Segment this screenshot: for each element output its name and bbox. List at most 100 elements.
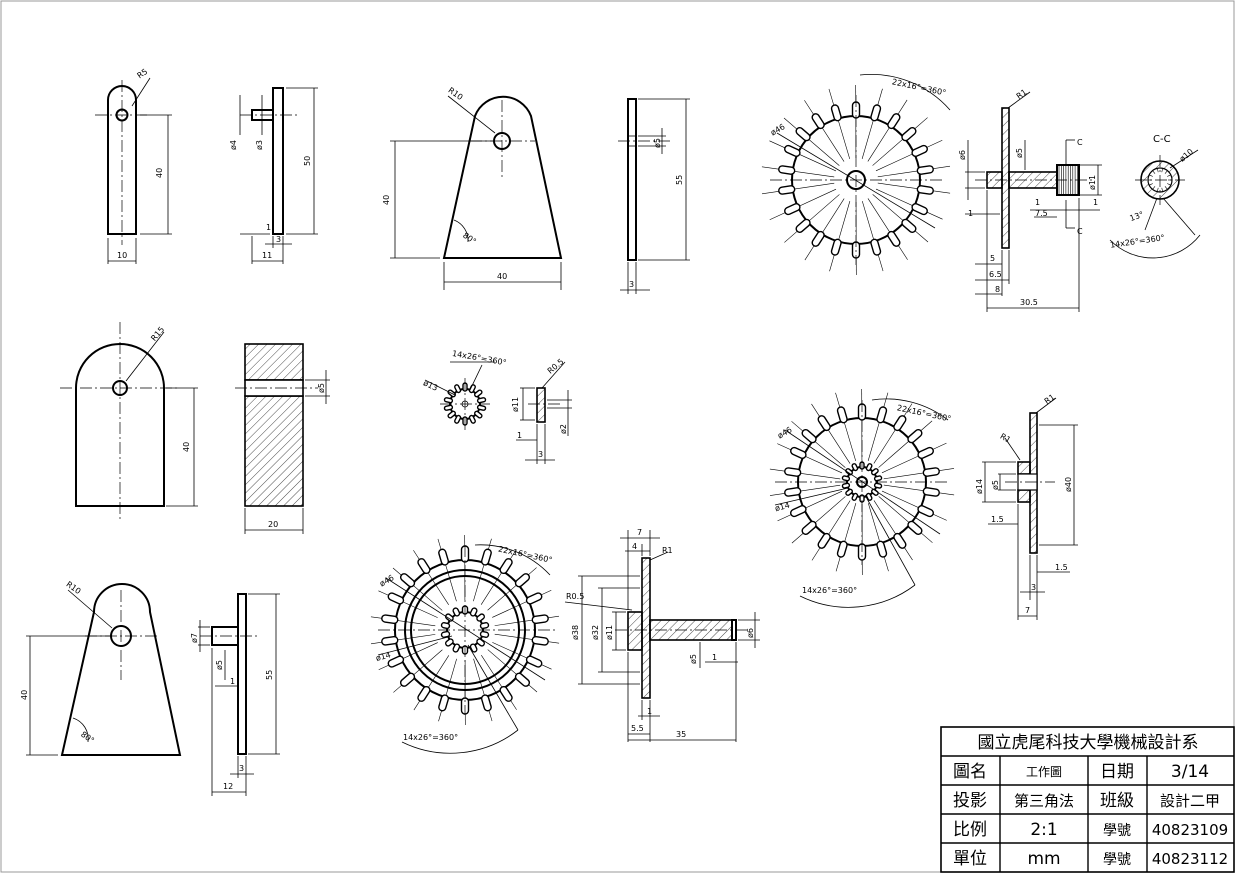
- gear-tooth: [836, 406, 848, 424]
- gear-spoke-line: [867, 198, 908, 260]
- gear-tooth: [531, 635, 549, 646]
- dim-text: ø46: [776, 425, 794, 440]
- gear-tooth: [469, 607, 478, 617]
- gear-spoke-line: [861, 201, 884, 272]
- tb-cell: 比例: [953, 820, 987, 840]
- gear-spoke-line: [867, 392, 889, 461]
- dim-text: 14x26°=360°: [1109, 233, 1165, 250]
- gear-tooth: [444, 638, 454, 647]
- spline-line: [1149, 183, 1153, 186]
- dim-text: 22x16°=360°: [891, 77, 947, 97]
- gear-tooth: [917, 505, 934, 518]
- gear-tooth: [841, 475, 851, 482]
- dim-text: 1: [968, 209, 973, 218]
- gear-tooth: [790, 505, 807, 518]
- dim-text: 40: [155, 168, 164, 178]
- gear-tooth: [476, 404, 487, 411]
- gear-tooth: [907, 520, 923, 535]
- dim-text: ø14: [774, 501, 791, 514]
- gear-spoke-line: [370, 616, 436, 627]
- dim-text: 4: [632, 542, 637, 551]
- gear-spoke-line: [494, 633, 560, 644]
- dim-text: 13°: [1129, 210, 1145, 223]
- dim-text: ø5: [215, 660, 224, 670]
- dim-text: 1: [230, 677, 235, 686]
- gear-tooth: [830, 238, 842, 256]
- gear-tooth: [452, 643, 461, 653]
- gear-tooth: [454, 384, 462, 394]
- gear-tooth: [480, 548, 492, 566]
- gear-spoke-line: [804, 198, 845, 261]
- part-trapezoid-front: R10 40 80° 40: [382, 86, 563, 290]
- dim-text: ø7: [190, 633, 199, 643]
- dim-text: R10: [446, 86, 464, 102]
- gear-tooth: [845, 488, 853, 496]
- gear-tooth: [865, 492, 873, 501]
- dim-text: 35: [676, 730, 686, 739]
- gear-spoke-line: [828, 88, 851, 159]
- dim-text: ø11: [511, 397, 520, 412]
- gear-tooth: [778, 165, 796, 175]
- gear-spoke-line: [835, 392, 857, 461]
- dim-text: R1: [662, 546, 673, 555]
- part-small-sprocket: 14x26°=360° ø13: [422, 349, 507, 430]
- part-big-gear-middle: 22x16°=360° ø46 ø14 14x26°=360°: [769, 388, 955, 608]
- gear-tooth: [887, 230, 901, 247]
- dim-text: ø2: [559, 424, 568, 434]
- gear-spoke-line: [872, 194, 929, 243]
- dim-text: 40: [182, 442, 191, 452]
- dim-text: 11: [262, 251, 272, 260]
- dim-text: ø38: [571, 625, 580, 640]
- gear-tooth: [469, 643, 478, 653]
- gear-tooth: [871, 468, 879, 476]
- dim-text: R1: [999, 432, 1013, 445]
- gear-tooth: [893, 532, 907, 549]
- dim-text: C: [1077, 227, 1083, 236]
- dim-text: 50: [303, 156, 312, 166]
- tb-cell: 40823112: [1152, 850, 1228, 868]
- gear-tooth: [817, 415, 831, 432]
- dim-text: 10: [117, 251, 127, 260]
- gear-spoke-line: [877, 182, 951, 194]
- dim-text: 55: [265, 670, 274, 680]
- gear-tooth: [479, 622, 490, 630]
- part-link-small-side: ø4 ø3 50 1 3 11: [229, 87, 318, 264]
- gear-tooth: [438, 548, 450, 566]
- gear-tooth: [830, 104, 842, 122]
- gear-tooth: [911, 203, 928, 216]
- tb-cell: 40823109: [1152, 821, 1228, 839]
- gear-spoke-line: [873, 500, 913, 561]
- gear-tooth: [452, 607, 461, 617]
- part-section-cc: C-C ø10 13° 14x26°=360°: [1109, 134, 1201, 259]
- tb-cell: 學號: [1103, 852, 1131, 868]
- tb-cell: 學號: [1103, 823, 1131, 839]
- dim-text: 3: [276, 235, 281, 244]
- gear-spoke-line: [777, 490, 843, 522]
- gear-spoke-line: [791, 421, 846, 468]
- dim-text: ø6: [746, 628, 755, 638]
- gear-tooth: [922, 487, 940, 497]
- gear-tooth: [841, 482, 851, 489]
- dim-text: 40: [20, 690, 29, 700]
- part-small-sprocket-side: R0.5 ø11 ø2 1 3: [511, 357, 572, 464]
- title-block: 國立虎尾科技大學機械設計系 圖名 工作圖 日期 3/14 投影 第三角法 班級 …: [940, 726, 1235, 873]
- dim-text: R1: [1015, 88, 1029, 101]
- gear-spoke-line: [881, 442, 947, 474]
- gear-spoke-line: [804, 100, 845, 162]
- gear-tooth: [817, 532, 831, 549]
- part-trapezoid-side: ø5 55 3: [618, 98, 690, 294]
- gear-tooth: [801, 429, 817, 444]
- gear-spoke-line: [783, 117, 840, 166]
- tb-cell: 工作圖: [1026, 765, 1062, 779]
- dim-text: ø46: [769, 122, 787, 137]
- gear-tooth: [525, 592, 543, 605]
- gear-tooth: [381, 635, 399, 646]
- part-trapezoid2-side: ø7 ø5 1 55 3 12: [190, 593, 280, 796]
- gear-tooth: [916, 185, 934, 195]
- gear-tooth: [476, 397, 487, 404]
- dim-text: 7: [1025, 606, 1030, 615]
- gear-tooth: [784, 203, 801, 216]
- gear-spoke-line: [791, 496, 846, 544]
- gear-spoke-line: [761, 182, 835, 195]
- dim-text: 40: [497, 272, 507, 281]
